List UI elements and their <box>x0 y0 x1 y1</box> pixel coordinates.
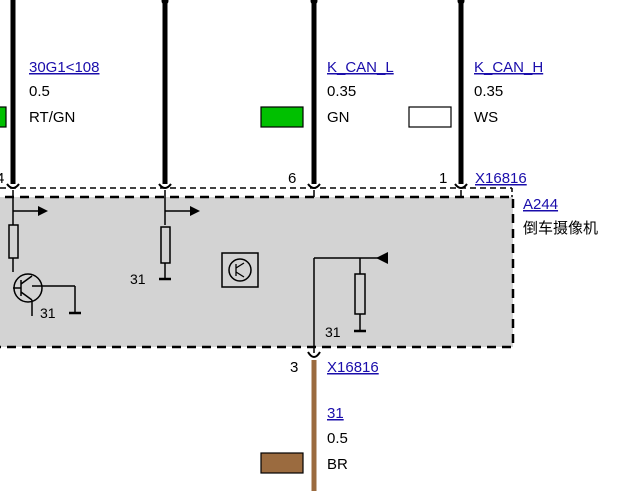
pin-symbol <box>307 351 321 358</box>
wire-top-cap <box>161 0 169 5</box>
wire-color-swatch-30g1 <box>0 106 7 128</box>
camera-lens-icon <box>235 271 245 278</box>
wire-color-30g1: RT/GN <box>29 109 75 126</box>
wire-color-31: BR <box>327 456 348 473</box>
pin-number-1: 1 <box>439 170 447 187</box>
module-id[interactable]: A244 <box>523 196 558 213</box>
camera-lens-icon <box>235 262 245 269</box>
wire-size-k-can-l: 0.35 <box>327 83 356 100</box>
connector-top-id[interactable]: X16816 <box>475 170 527 187</box>
wire-size-k-can-h: 0.35 <box>474 83 503 100</box>
wire-color-swatch-k-can-l <box>260 106 304 128</box>
wire-top-cap <box>457 0 465 5</box>
pin-symbol <box>307 183 321 189</box>
wire-ref-k-can-h[interactable]: K_CAN_H <box>474 59 543 76</box>
wire-color-k-can-l: GN <box>327 109 350 126</box>
transistor-lead <box>20 275 33 285</box>
ground-label-right: 31 <box>325 324 341 340</box>
wire-top-cap <box>310 0 318 5</box>
pin-number-3: 3 <box>290 359 298 376</box>
arrow-left-icon <box>376 252 388 264</box>
wire-color-swatch-31 <box>260 452 304 474</box>
camera-lens-icon <box>228 258 252 282</box>
camera-icon <box>221 252 259 288</box>
wire-ref-k-can-l[interactable]: K_CAN_L <box>327 59 394 76</box>
module-name: 倒车摄像机 <box>523 220 598 237</box>
ground-label-left: 31 <box>40 305 56 321</box>
pin-symbol <box>6 183 20 189</box>
pin-number-4: 4 <box>0 170 4 187</box>
pin-number-6: 6 <box>288 170 296 187</box>
pin-symbol <box>158 183 172 189</box>
module-box <box>0 195 515 349</box>
wire-ref-30g1[interactable]: 30G1<108 <box>29 59 99 76</box>
ground-label-middle: 31 <box>130 271 146 287</box>
wire-size-31: 0.5 <box>327 430 348 447</box>
wire-color-swatch-k-can-h <box>408 106 452 128</box>
arrow-right-icon <box>190 206 200 216</box>
connector-bottom-id[interactable]: X16816 <box>327 359 379 376</box>
pin-symbol <box>454 183 468 189</box>
arrow-right-icon <box>38 206 48 216</box>
transistor-lead <box>20 291 33 301</box>
wire-color-k-can-h: WS <box>474 109 498 126</box>
wire-ref-31[interactable]: 31 <box>327 405 344 422</box>
wire-size-30g1: 0.5 <box>29 83 50 100</box>
